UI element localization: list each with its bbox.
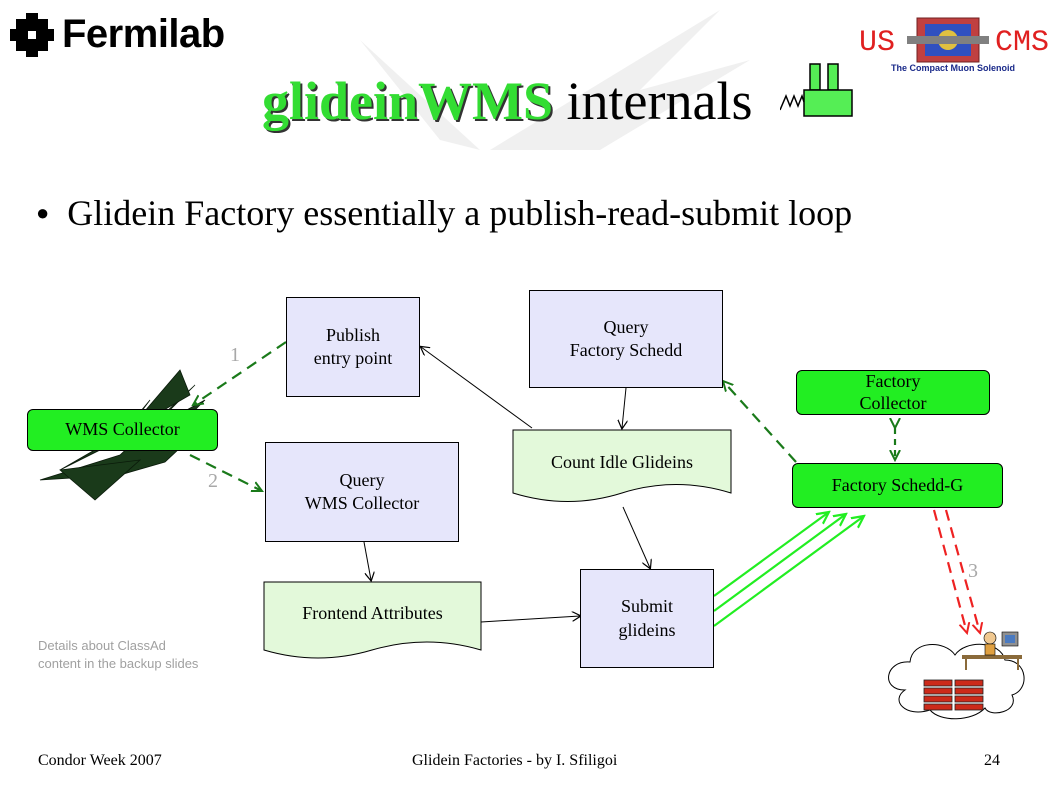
title-rest: internals [553, 71, 753, 131]
page-title: glideinWMS internals [262, 70, 753, 132]
count-idle-doc-shape [512, 429, 732, 502]
submit-arrow-b [713, 514, 846, 612]
step-label-1: 1 [230, 344, 240, 366]
dashed-arrow-1 [193, 341, 287, 405]
eagle-watermark-icon [360, 10, 750, 150]
bullet-icon: ● [36, 200, 50, 225]
grid-cloud-icon [888, 643, 1025, 720]
fermilab-wordmark: Fermilab [62, 12, 225, 56]
factory-collector-node: Factory Collector [796, 370, 990, 415]
classad-note: Details about ClassAd content in the bac… [38, 637, 198, 673]
frontend-attributes-label: Frontend Attributes [302, 603, 443, 624]
factory-schedd-g-node: Factory Schedd-G [792, 463, 1003, 508]
query-factory-schedd-node: Query Factory Schedd [529, 290, 723, 388]
cms-subtitle: The Compact Muon Solenoid [891, 63, 1015, 73]
arrow-frontend-to-submit [480, 616, 580, 623]
cms-text: CMS [995, 26, 1050, 60]
note-line-2: content in the backup slides [38, 656, 199, 672]
step-label-2: 2 [208, 470, 218, 492]
submit-arrow-c [713, 516, 864, 627]
red-dashed-arrow-b [944, 509, 980, 633]
publish-line-1: Publish [325, 324, 381, 345]
count-idle-glideins-node: Count Idle Glideins [513, 440, 731, 486]
arrow-query-wms-to-frontend [363, 541, 371, 580]
us-text: US [859, 26, 896, 60]
dashed-arrow-schedd-to-query [723, 381, 797, 463]
arrow-count-to-submit [622, 506, 650, 568]
factory-collector-line-1: Factory [865, 370, 921, 391]
arrow-query-schedd-to-count [622, 387, 626, 428]
red-dashed-arrow-a [932, 509, 967, 633]
factory-icon [780, 63, 853, 117]
detector-icon [907, 17, 989, 63]
query-wms-line-2: WMS Collector [304, 493, 420, 513]
bullet-point: ● Glidein Factory essentially a publish-… [36, 192, 852, 234]
wms-collector-node: WMS Collector [27, 409, 218, 451]
footer-center: Glidein Factories - by I. Sfiligoi [412, 752, 618, 769]
publish-line-2: entry point [313, 348, 393, 368]
query-wms-collector-node: Query WMS Collector [265, 442, 459, 542]
wms-collector-label: WMS Collector [65, 419, 180, 440]
fermilab-emblem-icon [10, 12, 54, 57]
page-number: 24 [984, 752, 1000, 769]
query-wms-line-1: Query [339, 469, 385, 490]
publish-entry-point-node: Publish entry point [286, 297, 420, 397]
submit-glideins-node: Submit glideins [580, 569, 714, 668]
factory-schedd-g-label: Factory Schedd-G [831, 474, 964, 495]
frontend-attr-doc-shape [263, 581, 482, 659]
frontend-attributes-node: Frontend Attributes [264, 592, 481, 636]
worker-desk-icon [962, 631, 1022, 670]
step-label-3: 3 [968, 560, 978, 582]
submit-line-2: glideins [618, 619, 676, 640]
note-line-1: Details about ClassAd [38, 638, 166, 653]
query-schedd-line-1: Query [603, 316, 649, 337]
title-highlight: glideinWMS [262, 71, 554, 131]
footer-left: Condor Week 2007 [38, 752, 162, 769]
count-idle-label: Count Idle Glideins [551, 452, 693, 473]
bullet-text: Glidein Factory essentially a publish-re… [67, 193, 853, 233]
submit-line-1: Submit [620, 596, 673, 617]
fermilab-logo: Fermilab [10, 12, 225, 57]
factory-collector-line-2: Collector [859, 392, 927, 413]
us-cms-logo: US CMS The Compact Muon Solenoid [855, 8, 1050, 78]
query-schedd-line-2: Factory Schedd [569, 340, 683, 360]
submit-arrow-a [713, 512, 829, 597]
dashed-arrow-2 [189, 454, 262, 491]
arrow-count-to-publish [421, 347, 533, 429]
